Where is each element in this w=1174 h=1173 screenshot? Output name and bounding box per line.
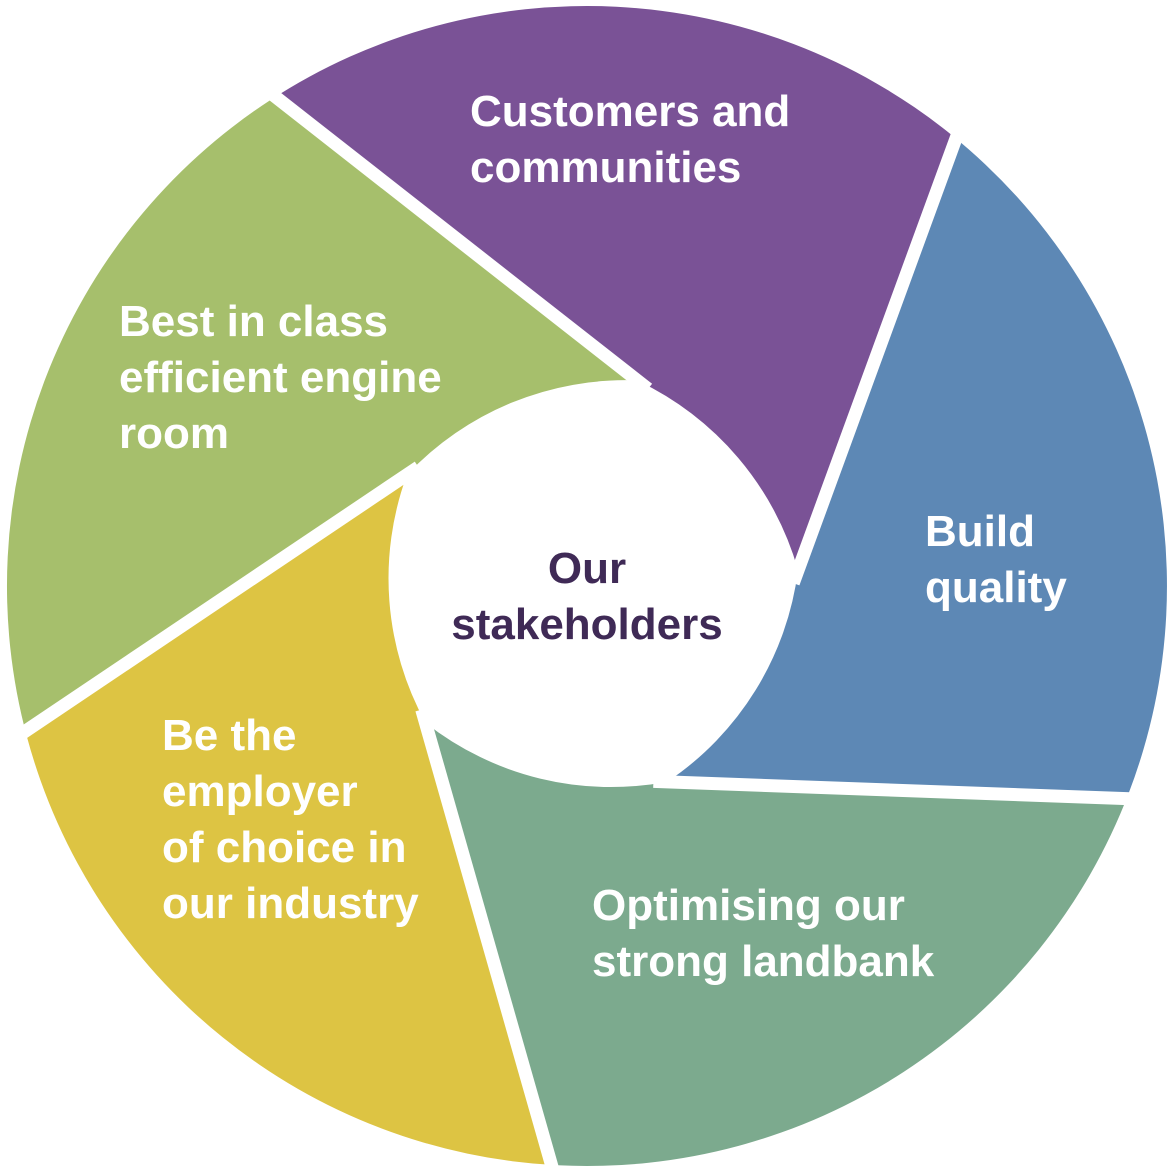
segment-shape-build — [667, 134, 1167, 793]
label-line: Best in class — [119, 297, 389, 346]
segment-shape-engine — [6, 100, 637, 738]
segment-shape-landbank — [425, 723, 1129, 1167]
label-line: Optimising our — [592, 881, 905, 930]
segment-label-efficient-engine-room: Best in class efficient engine room — [119, 294, 442, 462]
label-line: Be the — [162, 711, 297, 760]
label-line: Customers and — [470, 87, 791, 136]
label-line: of choice in — [162, 823, 407, 872]
label-line: our industry — [162, 879, 419, 928]
segment-label-customers-and-communities: Customers and communities — [470, 84, 790, 196]
label-line: Build — [925, 507, 1035, 556]
center-label-our-stakeholders: Our stakeholders — [387, 541, 787, 653]
segment-shape-customers — [270, 5, 952, 570]
label-line: efficient engine — [119, 353, 442, 402]
label-line: strong landbank — [592, 937, 935, 986]
segment-divider — [5, 461, 423, 748]
segment-divider — [415, 707, 561, 1173]
label-line: stakeholders — [451, 600, 723, 649]
segment-label-build-quality: Build quality — [925, 504, 1067, 616]
label-line: room — [119, 409, 229, 458]
segment-label-employer-of-choice: Be the employer of choice in our industr… — [162, 708, 419, 932]
label-line: quality — [925, 563, 1067, 612]
segment-divider — [787, 118, 969, 586]
segment-label-optimising-landbank: Optimising our strong landbank — [592, 878, 934, 990]
label-line: communities — [470, 143, 742, 192]
segment-divider — [653, 774, 1146, 806]
segment-divider — [256, 79, 653, 395]
label-line: Our — [547, 544, 627, 593]
label-line: employer — [162, 767, 358, 816]
